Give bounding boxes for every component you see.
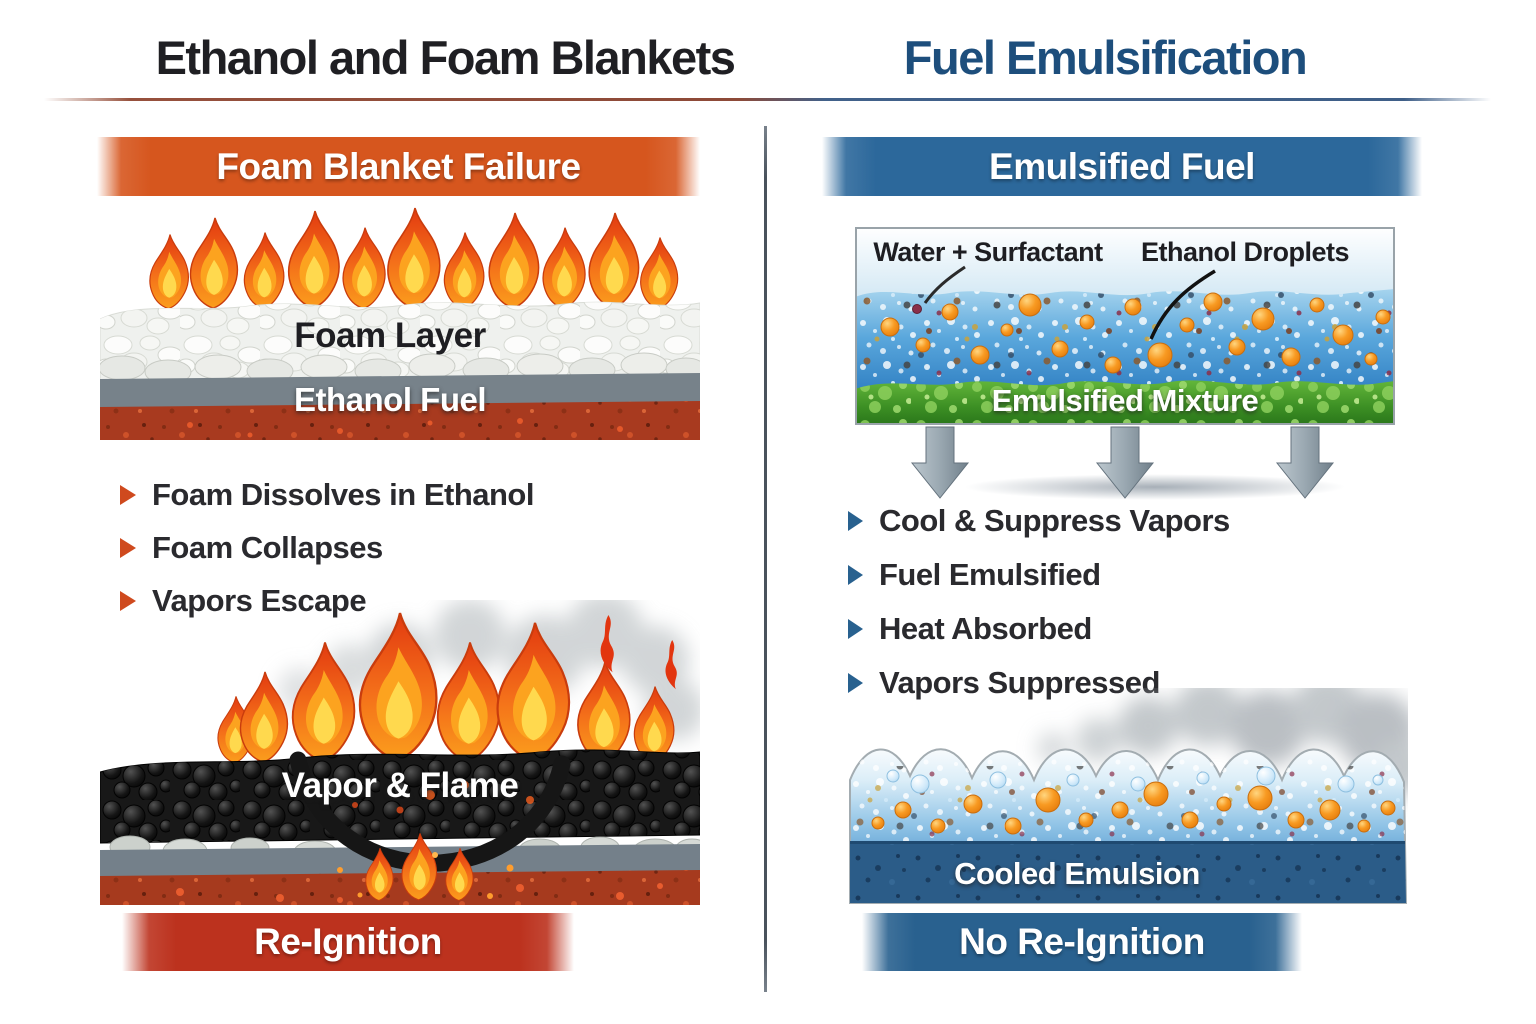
water-label-pointer-line [923, 265, 966, 304]
bullet-arrow-icon [848, 673, 863, 693]
list-item: Cool & Suppress Vapors [848, 494, 1428, 548]
gray-substrate-layer [100, 373, 700, 409]
bullet-text: Heat Absorbed [879, 611, 1092, 646]
ethanol-droplet-icons [880, 292, 1391, 374]
cooled-emulsion-graphic [849, 688, 1408, 904]
ethanol-fuel-label: Ethanol Fuel [294, 381, 487, 418]
list-item: Vapors Suppressed [848, 656, 1428, 710]
flames-icon [149, 207, 679, 310]
foam-bubble-row [100, 352, 700, 385]
right-header-banner: Emulsified Fuel [822, 137, 1422, 196]
sky-background [855, 227, 1395, 305]
down-arrows-graphic [911, 426, 1345, 500]
bullet-arrow-icon [120, 590, 136, 611]
left-bullet-list: Foam Dissolves in Ethanol Foam Collapses… [120, 468, 700, 627]
bullet-text: Cool & Suppress Vapors [879, 503, 1230, 538]
right-footer-banner: No Re-Ignition [862, 913, 1302, 971]
cooled-emulsion-label: Cooled Emulsion [954, 856, 1200, 891]
emulsified-fuel-illustration: Water + Surfactant Ethanol Droplets Emul… [855, 227, 1395, 425]
water-surfactant-label: Water + Surfactant [873, 237, 1103, 267]
bullet-text: Fuel Emulsified [879, 557, 1101, 592]
ethanol-label-pointer-line [1149, 269, 1216, 340]
foam-layer-label: Foam Layer [294, 316, 486, 355]
column-divider-line [764, 126, 767, 992]
left-footer-banner: Re-Ignition [122, 913, 574, 971]
right-column-title: Fuel Emulsification [903, 31, 1308, 84]
right-bullet-list: Cool & Suppress Vapors Fuel Emulsified H… [848, 494, 1428, 710]
left-column-title: Ethanol and Foam Blankets [155, 31, 736, 84]
left-header-banner: Foam Blanket Failure [97, 137, 700, 196]
reignition-illustration: Vapor & Flame [100, 600, 700, 905]
vapor-flame-label: Vapor & Flame [281, 766, 519, 805]
emulsified-fuel-graphic [855, 227, 1395, 425]
bullet-text: Vapors Suppressed [879, 665, 1160, 700]
bullet-arrow-icon [120, 484, 136, 505]
bullet-text: Vapors Escape [152, 582, 367, 618]
breakthrough-flames-icon [337, 832, 514, 901]
surfactant-dot-icon [912, 304, 922, 314]
illustration-border [855, 227, 1395, 425]
cooled-dark-layer [850, 841, 1406, 903]
emulsified-mixture-layer [855, 380, 1395, 425]
arrow-shadow [965, 474, 1345, 500]
list-item: Heat Absorbed [848, 602, 1428, 656]
bullet-arrow-icon [120, 537, 136, 558]
ethanol-droplets-label: Ethanol Droplets [1140, 237, 1350, 267]
reignition-graphic [100, 600, 700, 905]
ethanol-fuel-layer [100, 401, 700, 440]
smoke-icon [1037, 688, 1408, 796]
burning-foam-illustration: Foam Layer Ethanol Fuel [100, 203, 700, 440]
burning-foam-graphic [100, 207, 700, 440]
ethanol-fuel-layer [100, 870, 700, 905]
list-item: Foam Collapses [120, 521, 700, 574]
emulsified-mixture-label: Emulsified Mixture [991, 383, 1259, 418]
list-item: Foam Dissolves in Ethanol [120, 468, 700, 521]
bullet-text: Foam Collapses [152, 529, 383, 565]
bullet-arrow-icon [848, 619, 863, 639]
down-arrow-icon [911, 426, 969, 499]
application-arrows [855, 425, 1395, 505]
bullet-text: Foam Dissolves in Ethanol [152, 476, 534, 512]
cooled-emulsion-illustration: Cooled Emulsion [848, 688, 1408, 905]
bullet-arrow-icon [848, 565, 863, 585]
collapsed-foam-vapor-layer [100, 749, 700, 844]
list-item: Fuel Emulsified [848, 548, 1428, 602]
foam-layer-graphic [100, 301, 700, 385]
title-underline-rule [44, 98, 1491, 101]
bullet-arrow-icon [848, 511, 863, 531]
ethanol-droplet-icons [871, 781, 1396, 835]
water-bubble-icons [886, 766, 1384, 794]
list-item: Vapors Escape [120, 574, 700, 627]
